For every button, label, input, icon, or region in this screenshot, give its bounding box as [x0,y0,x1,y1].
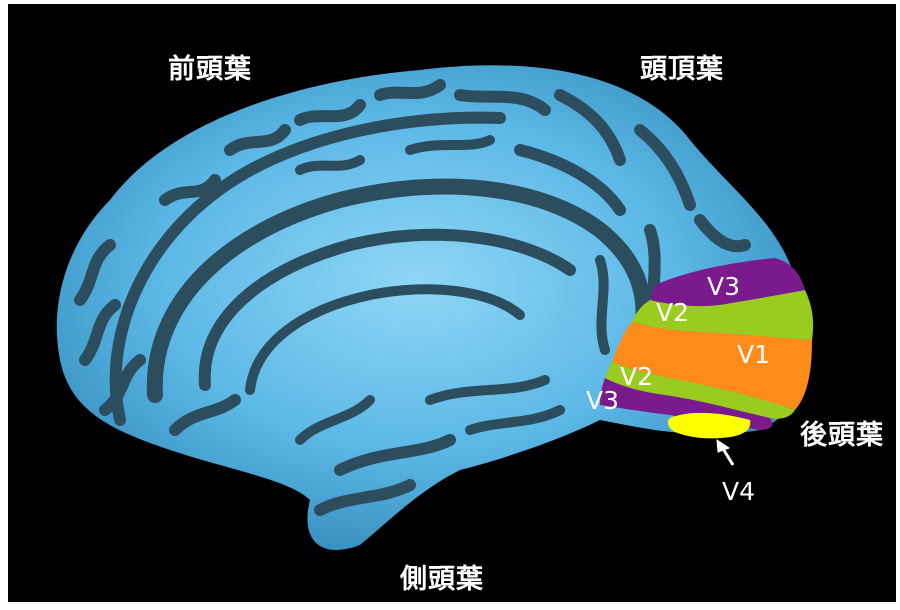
label-parietal-lobe: 頭頂葉 [640,56,724,83]
label-v3-upper: V3 [707,274,740,299]
label-v2-upper: V2 [656,300,689,325]
label-v2-lower: V2 [620,364,653,389]
label-v1: V1 [737,342,770,367]
label-frontal-lobe: 前頭葉 [168,56,252,83]
label-occipital-lobe: 後頭葉 [800,422,884,449]
label-v4: V4 [722,479,755,504]
label-v3-lower: V3 [586,388,619,413]
label-temporal-lobe: 側頭葉 [400,566,484,593]
